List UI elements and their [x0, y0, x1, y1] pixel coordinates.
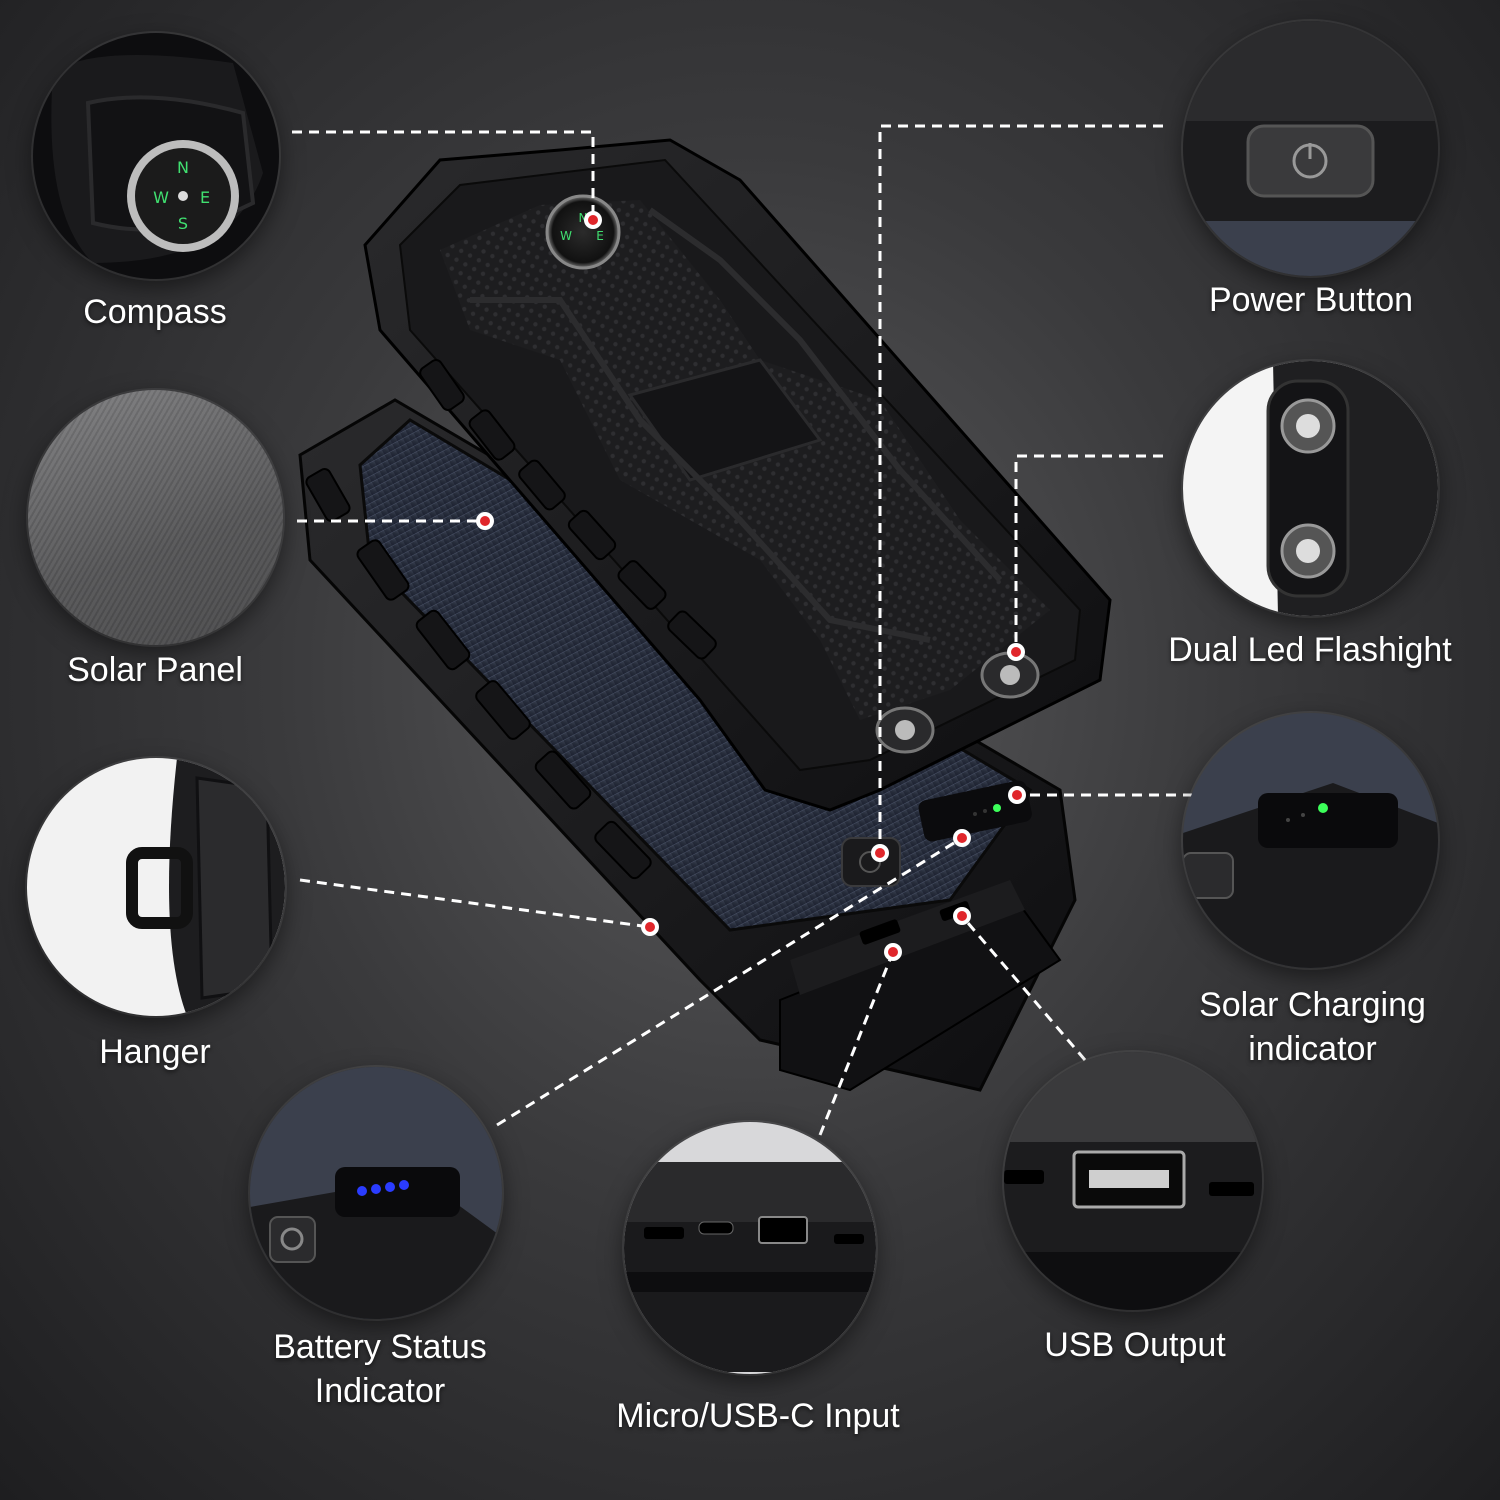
usb-output-detail-image	[1004, 1052, 1262, 1310]
battery-status-detail-image	[250, 1067, 502, 1319]
svg-text:N: N	[579, 211, 588, 225]
power-button-label: Power Button	[1208, 281, 1414, 319]
dual-led-flashlight-label: Dual Led Flashight	[1168, 631, 1452, 669]
marker-power-button	[871, 844, 889, 862]
svg-text:E: E	[596, 229, 604, 243]
feature-markers	[476, 211, 1026, 961]
micro-usb-c-input-label: Micro/USB-C Input	[616, 1397, 900, 1435]
marker-usb-output	[953, 907, 971, 925]
micro-usb-c-input-detail-image	[624, 1122, 876, 1374]
svg-text:N: N	[177, 158, 189, 177]
svg-text:W: W	[153, 188, 169, 207]
svg-text:E: E	[200, 188, 210, 207]
compass-detail-image: N E W S	[33, 33, 279, 279]
marker-input	[884, 943, 902, 961]
hanger-detail-image	[27, 758, 285, 1016]
dual-led-flashlight-detail-image	[1183, 361, 1438, 616]
leader-lines	[292, 124, 1210, 1136]
compass-unit: N E W	[363, 138, 1112, 812]
battery-status-label-line2: Indicator	[314, 1372, 446, 1410]
solar-panel-detail-image	[28, 390, 283, 645]
usb-output-label: USB Output	[1044, 1326, 1226, 1364]
hanger-label: Hanger	[99, 1033, 211, 1071]
compass-label: Compass	[83, 293, 227, 331]
marker-compass	[584, 211, 602, 229]
svg-text:S: S	[178, 214, 188, 233]
solar-charging-label-line2: indicator	[1248, 1030, 1377, 1068]
marker-battery-status	[953, 829, 971, 847]
solar-charging-indicator-detail-image	[1183, 713, 1438, 968]
solar-charging-label-line1: Solar Charging	[1199, 986, 1426, 1024]
marker-hanger	[641, 918, 659, 936]
svg-text:W: W	[560, 229, 572, 243]
marker-solar-panel	[476, 512, 494, 530]
power-button-detail-image	[1183, 21, 1438, 276]
battery-status-label-line1: Battery Status	[273, 1328, 487, 1366]
marker-solar-charging	[1008, 786, 1026, 804]
marker-dual-led	[1007, 643, 1025, 661]
solar-panel-label: Solar Panel	[67, 651, 243, 689]
